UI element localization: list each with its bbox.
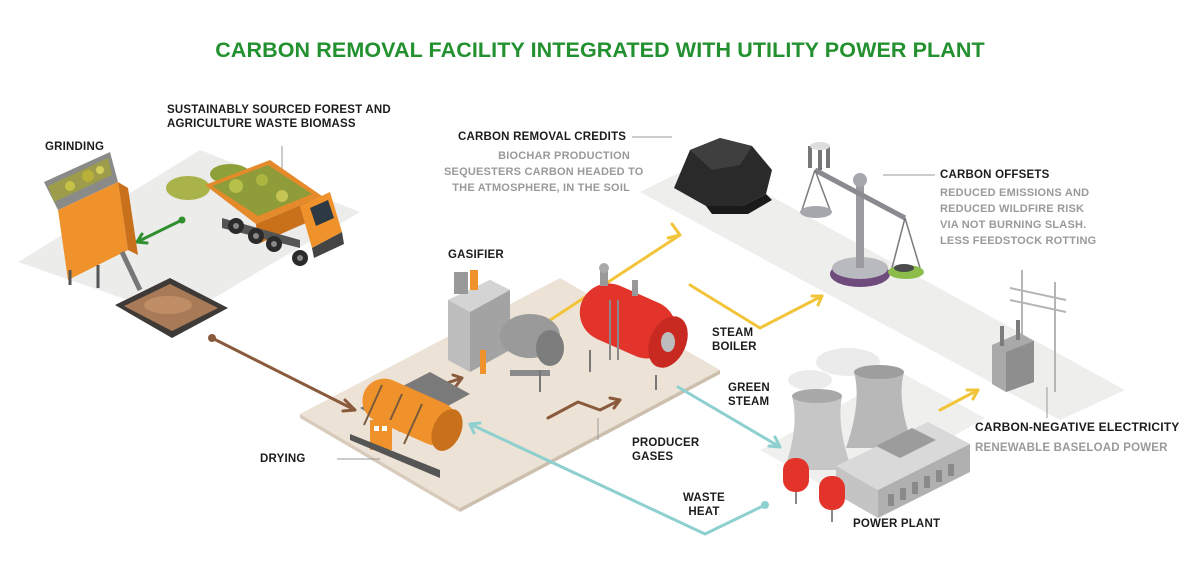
balance-scale-icon <box>800 142 924 287</box>
offsets-desc-line-3: VIA NOT BURNING SLASH. <box>940 219 1087 231</box>
steam-boiler-label: STEAM BOILER <box>712 326 757 354</box>
dump-truck-icon <box>166 160 344 266</box>
biomass-pile-icon <box>115 278 228 338</box>
truck-to-grinder-arrow <box>135 218 184 245</box>
producer-gases-arrow <box>546 396 622 420</box>
carbon-removal-credits-desc: BIOCHAR PRODUCTION SEQUESTERS CARBON HEA… <box>444 148 644 196</box>
biochar-rock-icon <box>674 138 772 214</box>
carbon-negative-electricity-label: CARBON-NEGATIVE ELECTRICITY <box>975 420 1180 434</box>
green-steam-line-2: STEAM <box>728 396 770 408</box>
carbon-removal-credits-label: CARBON REMOVAL CREDITS <box>458 131 627 143</box>
gasifier-icon <box>448 270 564 392</box>
waste-heat-line-2: HEAT <box>688 506 720 518</box>
feed-arrow <box>210 336 357 413</box>
green-steam-line-1: GREEN <box>728 382 770 394</box>
steam-boiler-line-1: STEAM <box>712 327 754 339</box>
credits-desc-line-1: BIOCHAR PRODUCTION <box>498 150 630 162</box>
producer-gases-line-1: PRODUCER <box>632 437 700 449</box>
gasifier-label: GASIFIER <box>448 249 504 261</box>
grinder-icon <box>44 152 143 292</box>
credits-desc-line-2: SEQUESTERS CARBON HEADED TO <box>444 166 644 178</box>
offsets-desc-line-4: LESS FEEDSTOCK ROTTING <box>940 235 1097 247</box>
electric-transformer-icon <box>992 270 1067 392</box>
waste-heat-arrow <box>468 421 767 536</box>
cooling-towers-icon <box>784 348 914 470</box>
biomass-label: SUSTAINABLY SOURCED FOREST AND AGRICULTU… <box>167 103 391 131</box>
biochar-credits-arrow <box>533 222 682 332</box>
carbon-offsets-label: CARBON OFFSETS <box>940 169 1050 181</box>
green-steam-arrow <box>676 385 782 449</box>
drying-label: DRYING <box>260 453 306 465</box>
power-plant-label: POWER PLANT <box>853 518 941 530</box>
electricity-arrow <box>938 388 980 412</box>
biomass-label-line-1: SUSTAINABLY SOURCED FOREST AND <box>167 104 391 116</box>
renewable-baseload-label: RENEWABLE BASELOAD POWER <box>975 442 1168 454</box>
waste-heat-line-1: WASTE <box>683 492 725 504</box>
flow-arrows <box>135 216 980 536</box>
biomass-label-line-2: AGRICULTURE WASTE BIOMASS <box>167 118 356 130</box>
biochar-offsets-arrow <box>688 283 824 330</box>
steam-boiler-line-2: BOILER <box>712 341 757 353</box>
diagram-title: CARBON REMOVAL FACILITY INTEGRATED WITH … <box>215 38 985 62</box>
producer-gases-label: PRODUCER GASES <box>632 436 699 464</box>
waste-heat-label: WASTE HEAT <box>683 491 725 519</box>
offsets-desc-line-2: REDUCED WILDFIRE RISK <box>940 203 1085 215</box>
credits-desc-line-3: THE ATMOSPHERE, IN THE SOIL <box>452 182 630 194</box>
producer-gases-line-2: GASES <box>632 451 674 463</box>
green-steam-label: GREEN STEAM <box>728 381 770 409</box>
grinding-label: GRINDING <box>45 141 105 153</box>
dryer-drum-icon <box>350 372 470 478</box>
offsets-desc-line-1: REDUCED EMISSIONS AND <box>940 187 1090 199</box>
carbon-offsets-desc: REDUCED EMISSIONS AND REDUCED WILDFIRE R… <box>940 185 1096 249</box>
power-plant-building-icon <box>783 422 970 522</box>
steam-boiler-icon <box>579 263 688 390</box>
